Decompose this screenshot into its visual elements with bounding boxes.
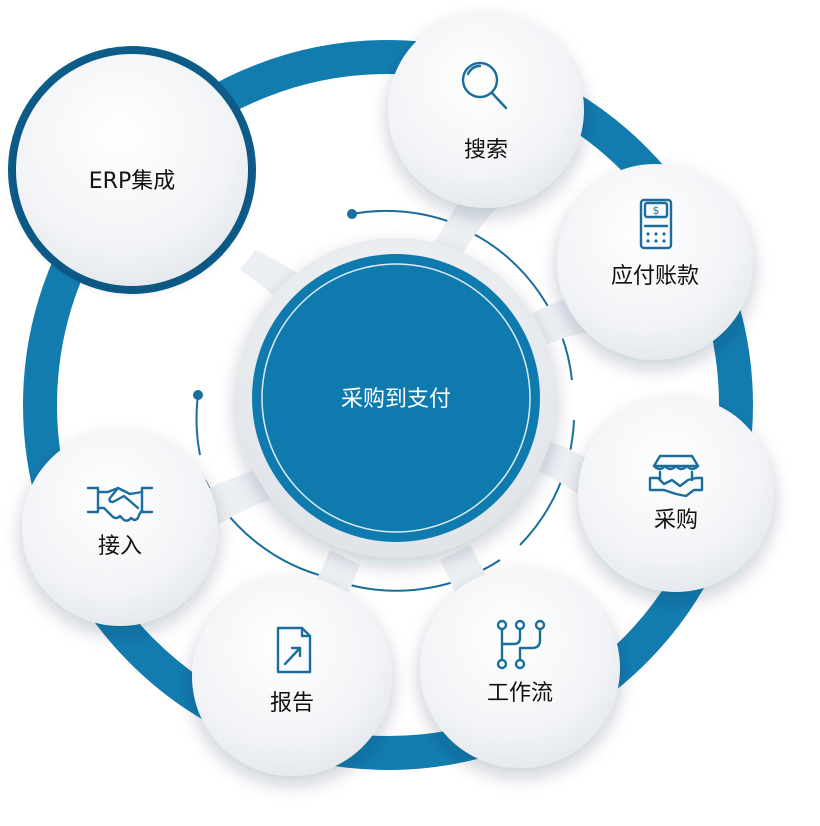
invoice-calculator-icon: $ bbox=[639, 198, 673, 250]
orbit-dot bbox=[347, 209, 357, 219]
handshake-icon bbox=[86, 486, 154, 522]
node-label-payables: 应付账款 bbox=[611, 264, 699, 289]
storefront-handshake-icon bbox=[648, 454, 704, 498]
center-core bbox=[252, 254, 540, 542]
node-label-procurement: 采购 bbox=[654, 508, 698, 533]
node-label-access: 接入 bbox=[98, 534, 142, 559]
center-label: 采购到支付 bbox=[341, 387, 451, 412]
node-label-report: 报告 bbox=[270, 691, 314, 716]
node-access[interactable]: 接入 bbox=[22, 430, 218, 626]
magnifier-icon bbox=[461, 61, 508, 110]
outer-ring bbox=[23, 40, 753, 770]
node-workflow[interactable]: 工作流 bbox=[420, 568, 620, 768]
node-label-workflow: 工作流 bbox=[487, 681, 553, 706]
node-report[interactable]: 报告 bbox=[192, 576, 392, 776]
node-search[interactable]: 搜索 bbox=[388, 12, 584, 208]
node-erp[interactable]: ERP集成 bbox=[8, 46, 256, 294]
node-label-search: 搜索 bbox=[464, 138, 508, 163]
svg-text:$: $ bbox=[653, 204, 660, 217]
center-inner-line bbox=[261, 263, 531, 533]
report-document-icon bbox=[276, 626, 312, 674]
node-payables[interactable]: $ 应付账款 bbox=[557, 164, 753, 360]
node-procurement[interactable]: 采购 bbox=[578, 396, 774, 592]
workflow-nodes-icon bbox=[496, 619, 546, 670]
node-label-erp: ERP集成 bbox=[89, 169, 175, 194]
orbit-dot bbox=[193, 390, 203, 400]
